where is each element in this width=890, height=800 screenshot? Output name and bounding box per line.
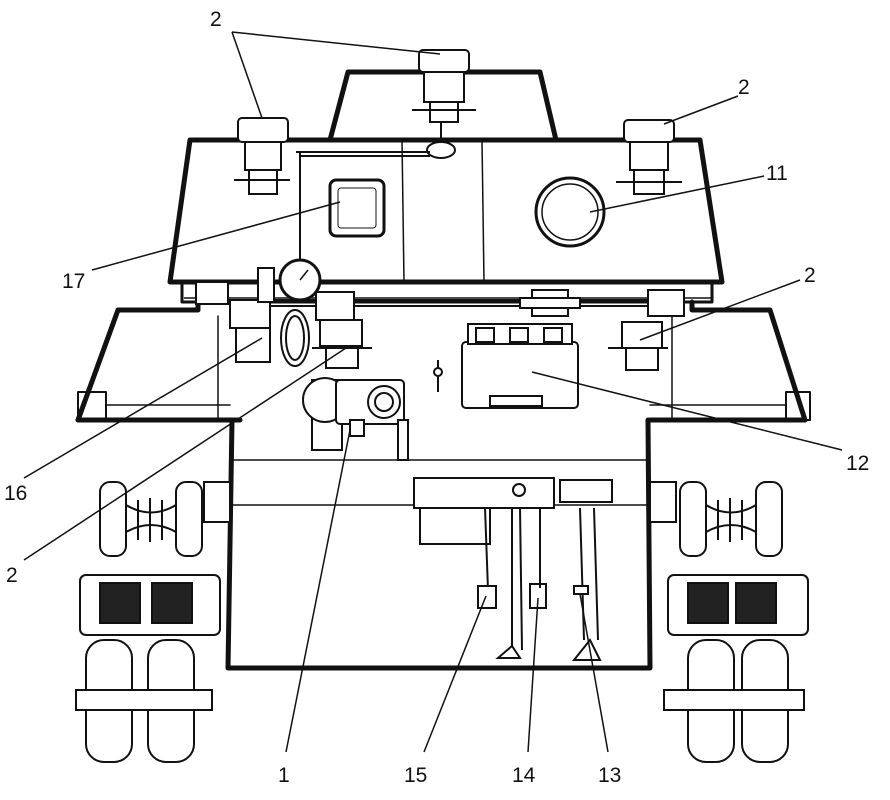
periscope-left [234, 117, 290, 195]
vision-slot [328, 178, 386, 238]
leader-lines [23, 31, 843, 753]
callout-2-right: 2 [804, 264, 816, 287]
gauge-dial [278, 258, 322, 302]
leader-2b [663, 95, 739, 125]
leader-2a-top [231, 31, 441, 55]
callout-12: 12 [846, 452, 869, 475]
leader-2a-left [231, 31, 263, 119]
leader-13 [579, 593, 609, 753]
callout-17: 17 [62, 270, 85, 293]
periscope-mid-right [608, 321, 668, 371]
leader-15 [423, 595, 487, 753]
leader-2d [23, 347, 347, 561]
leader-14 [527, 597, 539, 753]
turret-linkage [184, 151, 712, 307]
radio-set [433, 323, 579, 409]
callout-2-top-left: 2 [210, 8, 222, 31]
lower-hull-outline [225, 417, 653, 671]
callout-15: 15 [404, 764, 427, 787]
callout-1: 1 [278, 764, 290, 787]
leader-2c [639, 279, 801, 341]
callout-14: 14 [512, 764, 536, 787]
periscope-mid-left [312, 319, 372, 369]
callout-2-top-right: 2 [738, 76, 750, 99]
callout-11: 11 [766, 162, 788, 185]
leader-1 [285, 429, 351, 753]
superstructure-outline [75, 299, 808, 423]
left-suspension [75, 481, 231, 763]
callout-16: 16 [4, 482, 27, 505]
sight-mount-right [519, 289, 685, 317]
leader-12 [531, 371, 843, 451]
driver-controls [413, 477, 613, 661]
leader-11 [589, 175, 765, 213]
sight-mount-left [195, 267, 355, 367]
callout-13: 13 [598, 764, 621, 787]
callout-2-left: 2 [6, 564, 18, 587]
leader-16 [23, 337, 263, 479]
pistol-port [534, 176, 606, 248]
periscope-right [616, 119, 682, 195]
periscope-top [412, 49, 476, 159]
leader-17 [91, 201, 341, 271]
gun-mechanism [302, 377, 409, 461]
turret-ring [180, 280, 714, 304]
right-suspension [649, 481, 809, 763]
turret-outline [167, 137, 725, 285]
